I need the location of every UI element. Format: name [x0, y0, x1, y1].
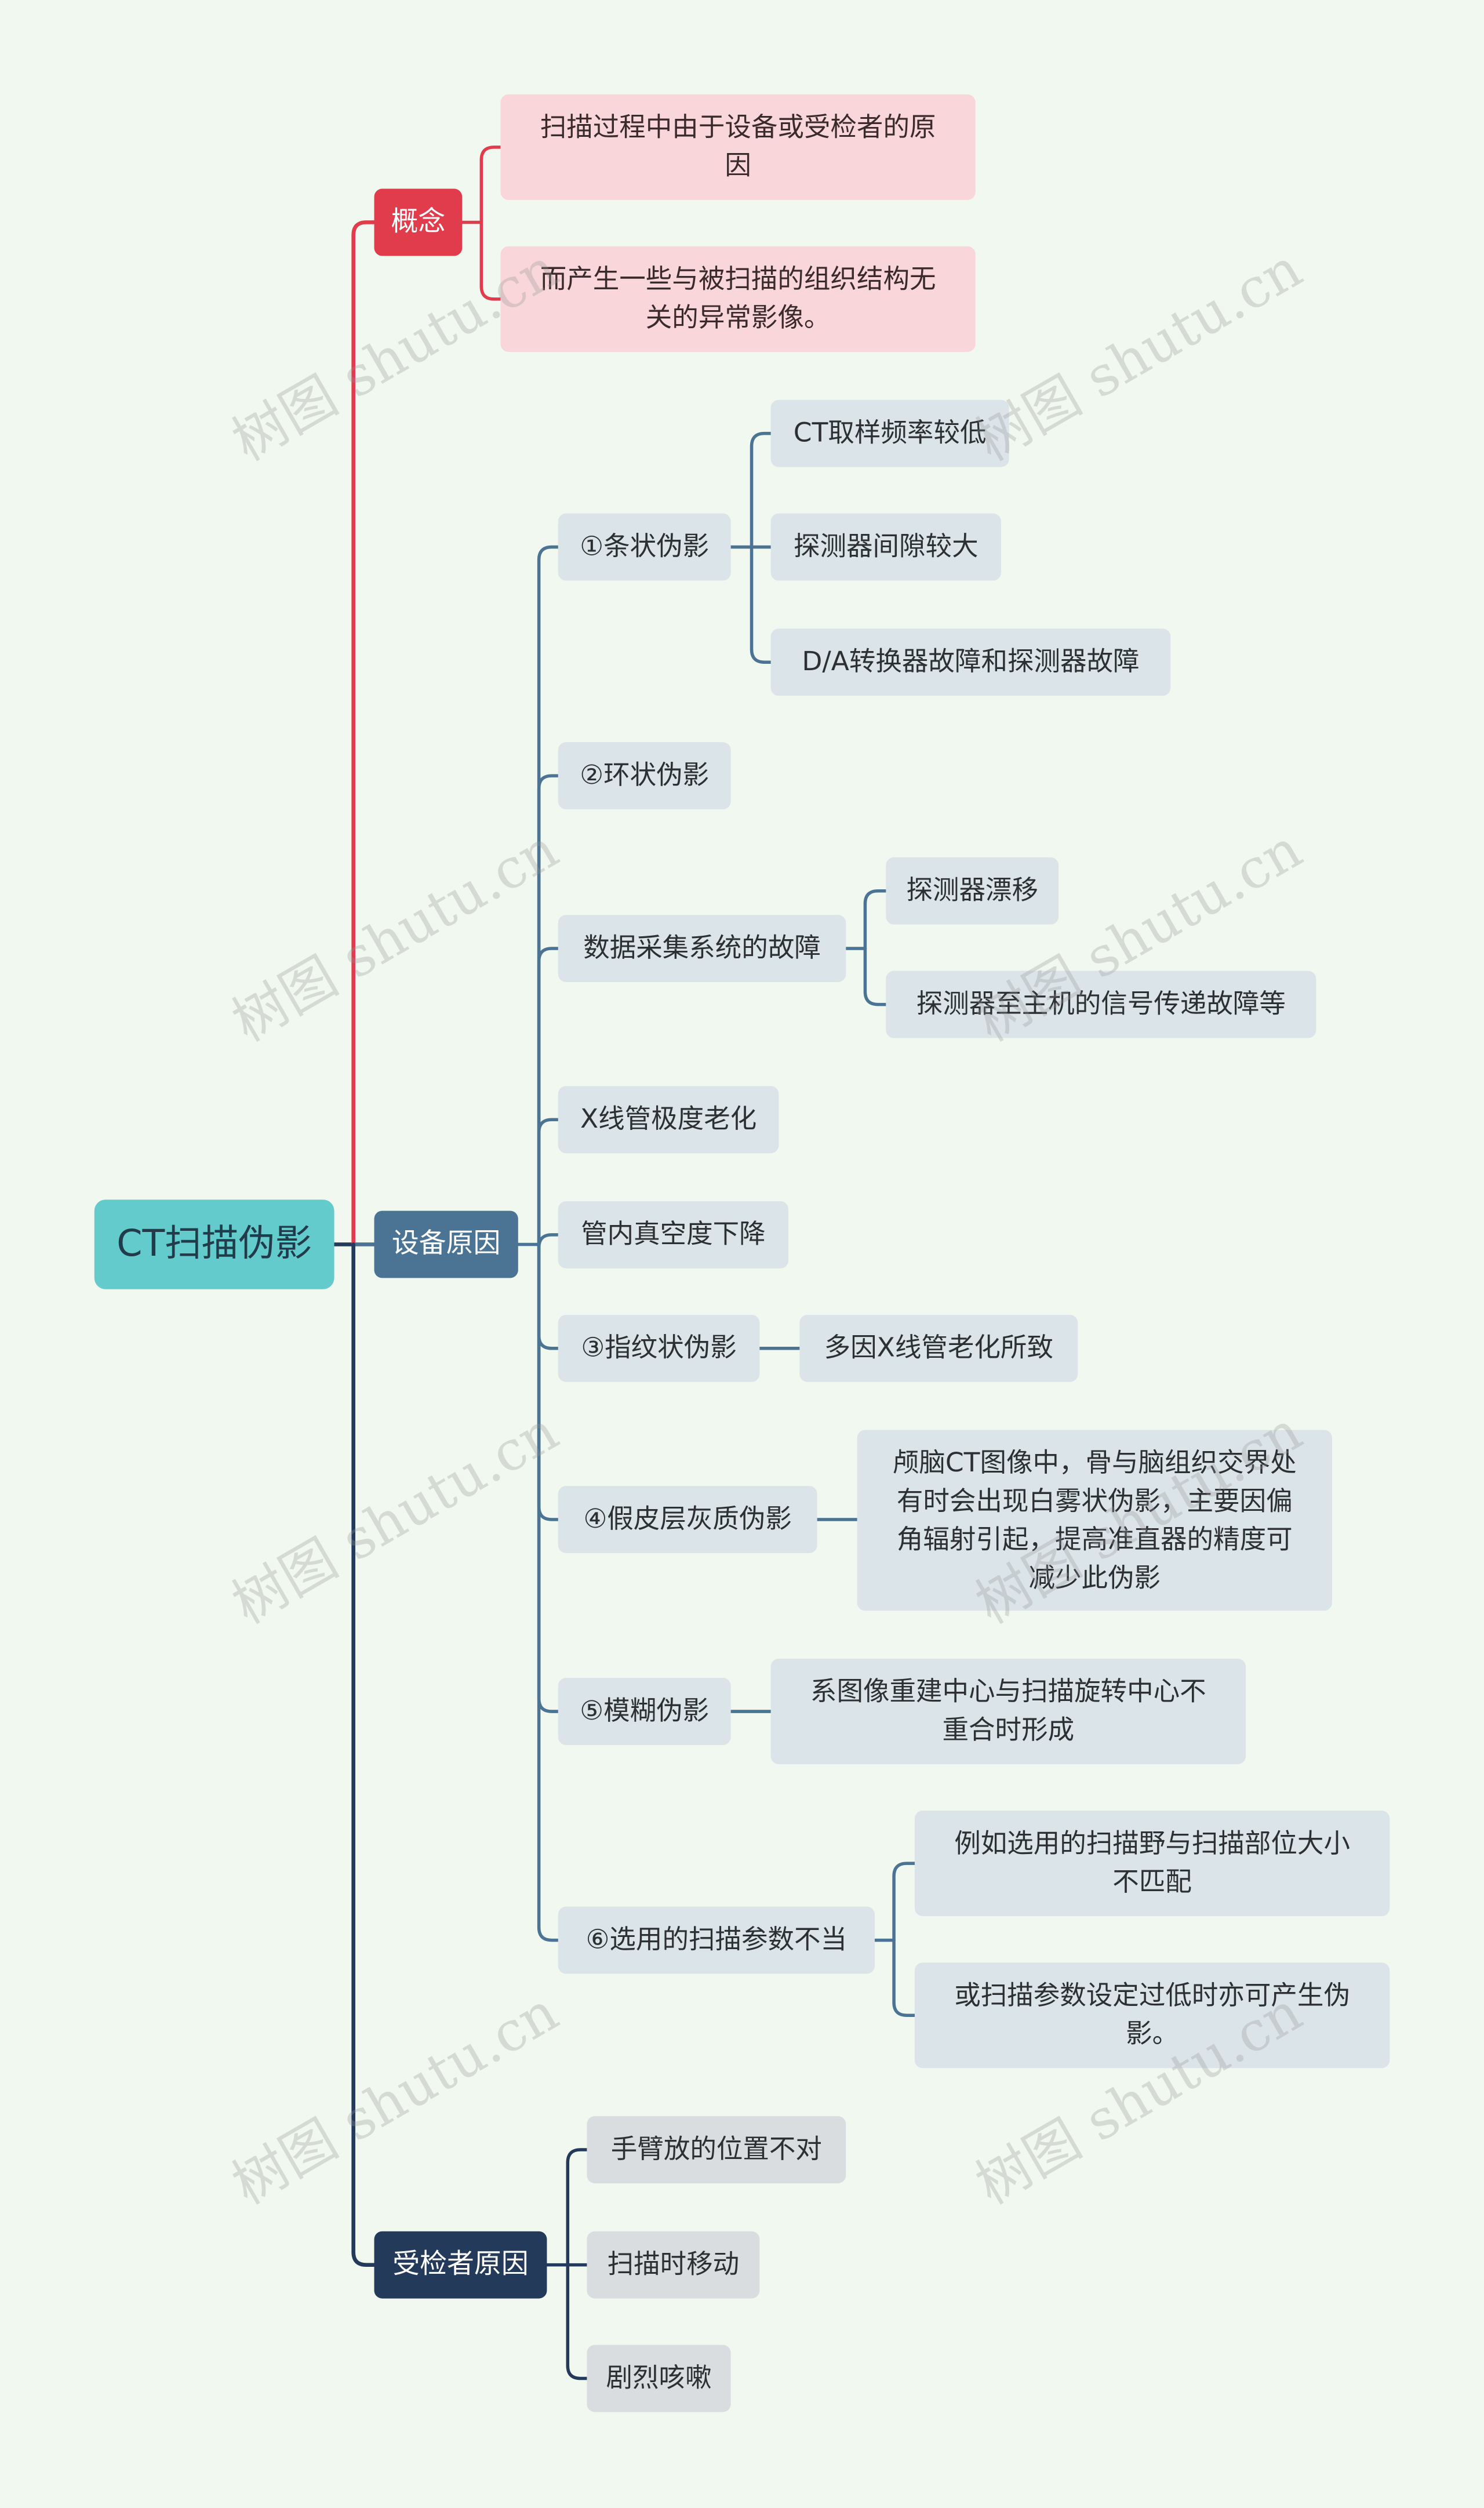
equipment-subitem[interactable]: 探测器至主机的信号传递故障等 — [886, 971, 1316, 1038]
equipment-sub-connector — [863, 947, 888, 1006]
equipment-child-connector — [537, 545, 560, 1246]
equipment-item[interactable]: 管内真空度下降 — [558, 1201, 789, 1268]
patient-item[interactable]: 剧烈咳嗽 — [587, 2345, 731, 2412]
concept-child-connector — [479, 220, 503, 301]
equipment-child-connector — [537, 1242, 560, 1350]
patient-item[interactable]: 扫描时移动 — [587, 2231, 760, 2299]
equipment-item[interactable]: 数据采集系统的故障 — [558, 915, 846, 982]
equipment-sub-connector — [750, 431, 773, 549]
equipment-child-connector — [537, 1242, 560, 1521]
equipment-item[interactable]: X线管极度老化 — [558, 1086, 779, 1154]
equipment-subitem[interactable]: 探测器间隙较大 — [770, 513, 1001, 581]
equipment-subitem[interactable]: D/A转换器故障和探测器故障 — [770, 628, 1171, 696]
branch-equipment[interactable]: 设备原因 — [374, 1211, 518, 1278]
equipment-subitem[interactable]: 系图像重建中心与扫描旋转中心不 重合时形成 — [770, 1659, 1246, 1765]
concept-child-connector — [479, 146, 503, 224]
equipment-subitem[interactable]: 或扫描参数设定过低时亦可产生伪 影。 — [914, 1962, 1390, 2069]
equipment-sub-connector — [750, 545, 773, 664]
patient-child-connector — [566, 2148, 589, 2267]
branch-concept[interactable]: 概念 — [374, 188, 463, 256]
equipment-sub-connector — [863, 889, 888, 950]
equipment-child-connector — [537, 1118, 560, 1246]
equipment-child-connector — [537, 947, 560, 1246]
root-node[interactable]: CT扫描伪影 — [94, 1200, 334, 1289]
equipment-subitem[interactable]: 多因X线管老化所致 — [799, 1314, 1078, 1382]
patient-item[interactable]: 手臂放的位置不对 — [587, 2116, 846, 2183]
equipment-item[interactable]: ⑤模糊伪影 — [558, 1678, 731, 1745]
branch-patient[interactable]: 受检者原因 — [374, 2231, 547, 2299]
equipment-subitem[interactable]: CT取样频率较低 — [770, 399, 1009, 467]
concept-item[interactable]: 而产生一些与被扫描的组织结构无 关的异常影像。 — [500, 246, 976, 352]
equipment-subitem[interactable]: 例如选用的扫描野与扫描部位大小 不匹配 — [914, 1811, 1390, 1917]
patient-child-connector — [566, 2263, 589, 2380]
equipment-item[interactable]: ④假皮层灰质伪影 — [558, 1486, 817, 1553]
equipment-sub-connector — [892, 1862, 916, 1942]
equipment-subitem[interactable]: 颅脑CT图像中，骨与脑组织交界处 有时会出现白雾状伪影，主要因偏 角辐射引起，提… — [857, 1430, 1332, 1611]
concept-connector — [351, 220, 376, 1246]
equipment-child-connector — [537, 1242, 560, 1942]
concept-item[interactable]: 扫描过程中由于设备或受检者的原 因 — [500, 94, 976, 200]
patient-connector — [351, 1242, 376, 2267]
equipment-item[interactable]: ②环状伪影 — [558, 742, 731, 810]
equipment-child-connector — [537, 1242, 560, 1713]
equipment-child-connector — [537, 774, 560, 1246]
equipment-subitem[interactable]: 探测器漂移 — [886, 857, 1059, 925]
equipment-item[interactable]: ③指纹状伪影 — [558, 1314, 760, 1382]
equipment-child-connector — [537, 1233, 560, 1248]
equipment-sub-connector — [892, 1938, 916, 2018]
equipment-item[interactable]: ⑥选用的扫描参数不当 — [558, 1906, 875, 1974]
equipment-item[interactable]: ①条状伪影 — [558, 513, 731, 581]
